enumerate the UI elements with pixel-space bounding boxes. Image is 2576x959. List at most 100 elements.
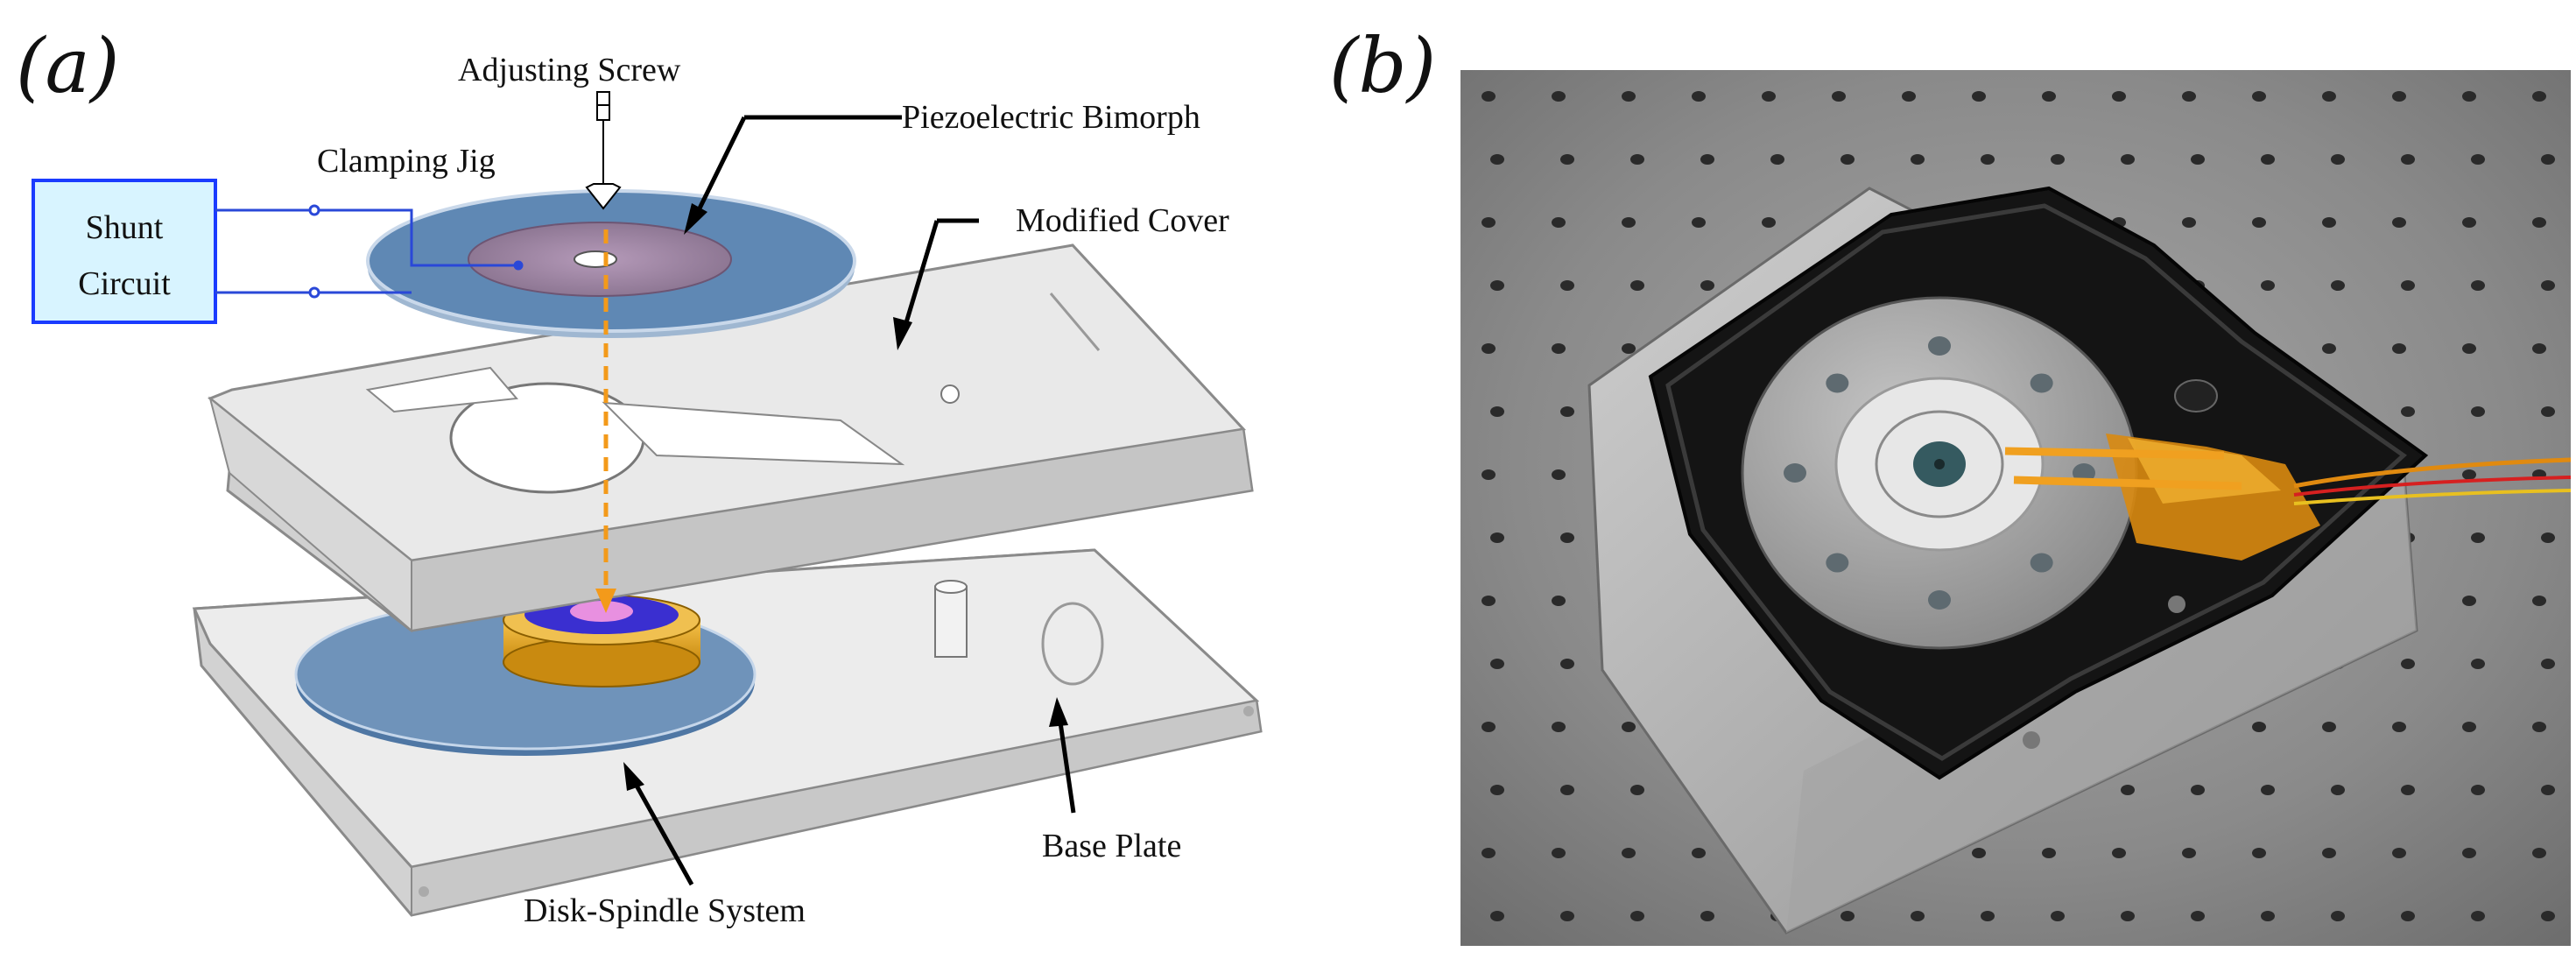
table-hole (1622, 848, 1636, 858)
table-hole (2392, 722, 2406, 732)
table-hole (2471, 406, 2485, 417)
table-hole (2252, 217, 2266, 228)
table-hole (1482, 343, 1496, 354)
table-hole (2462, 469, 2476, 480)
table-hole (1841, 911, 1855, 921)
table-hole (2042, 91, 2056, 102)
platter-bolt (1928, 336, 1951, 356)
table-hole (1770, 154, 1784, 165)
table-hole (2261, 911, 2275, 921)
table-hole (2322, 343, 2336, 354)
table-hole (2462, 343, 2476, 354)
table-hole (1490, 659, 1504, 669)
table-hole (1911, 911, 1925, 921)
table-hole (1832, 91, 1846, 102)
table-hole (2191, 785, 2205, 795)
table-hole (2532, 848, 2546, 858)
table-hole (2121, 154, 2135, 165)
base-plate-label: Base Plate (1042, 828, 1181, 864)
table-hole (2261, 154, 2275, 165)
table-hole (1552, 848, 1566, 858)
adjusting-screw (585, 91, 622, 210)
table-hole (2331, 785, 2345, 795)
table-hole (1490, 406, 1504, 417)
table-hole (2462, 722, 2476, 732)
table-hole (1560, 532, 1574, 543)
table-hole (2471, 154, 2485, 165)
callout-arrows (623, 115, 1076, 886)
table-hole (2051, 911, 2065, 921)
table-hole (2112, 848, 2126, 858)
axis-arrowhead (595, 589, 616, 613)
table-hole (2042, 848, 2056, 858)
spindle (503, 595, 700, 688)
table-hole (1482, 596, 1496, 606)
table-hole (2471, 911, 2485, 921)
table-hole (1762, 217, 1776, 228)
table-hole (2471, 280, 2485, 291)
platter-bolt (1928, 590, 1951, 610)
table-hole (2322, 217, 2336, 228)
table-hole (2541, 785, 2555, 795)
platter-bolt (2030, 373, 2053, 393)
table-hole (2252, 722, 2266, 732)
table-hole (1560, 154, 1574, 165)
table-hole (2392, 343, 2406, 354)
shunt-wires (215, 204, 524, 299)
table-hole (2532, 217, 2546, 228)
table-hole (1700, 911, 1714, 921)
table-hole (1560, 785, 1574, 795)
shunt-label: Shunt (86, 209, 164, 246)
table-hole (1482, 722, 1496, 732)
table-hole (2182, 848, 2196, 858)
table-hole (2541, 911, 2555, 921)
table-hole (2182, 217, 2196, 228)
table-hole (2121, 785, 2135, 795)
table-hole (2252, 91, 2266, 102)
table-hole (2541, 280, 2555, 291)
panel-a-label: (a) (16, 23, 119, 110)
table-hole (1911, 154, 1925, 165)
platter-bolt (2030, 553, 2053, 573)
photo (1460, 70, 2572, 946)
table-hole (1981, 911, 1995, 921)
table-hole (1552, 722, 1566, 732)
table-hole (2261, 785, 2275, 795)
table-hole (2532, 91, 2546, 102)
circuit-label: Circuit (78, 265, 171, 302)
table-hole (1622, 217, 1636, 228)
table-hole (1490, 532, 1504, 543)
table-hole (1490, 785, 1504, 795)
table-hole (1622, 722, 1636, 732)
modified-cover-label: Modified Cover (1016, 202, 1229, 239)
table-hole (1490, 154, 1504, 165)
table-hole (2322, 848, 2336, 858)
table-hole (2541, 532, 2555, 543)
platter-bolt (1784, 463, 1806, 483)
table-hole (2261, 280, 2275, 291)
table-hole (2331, 280, 2345, 291)
table-hole (1692, 217, 1706, 228)
panel-a: (a) (16, 23, 1263, 929)
table-hole (2462, 596, 2476, 606)
panel-b-label: (b) (1329, 23, 1436, 110)
table-hole (2191, 911, 2205, 921)
table-hole (1482, 91, 1496, 102)
table-hole (1630, 785, 1644, 795)
table-hole (2252, 848, 2266, 858)
table-hole (2051, 154, 2065, 165)
table-hole (2392, 848, 2406, 858)
table-hole (2462, 91, 2476, 102)
table-hole (1630, 911, 1644, 921)
table-hole (1692, 848, 1706, 858)
table-hole (2401, 154, 2415, 165)
table-hole (1560, 911, 1574, 921)
table-hole (2401, 785, 2415, 795)
disk-spindle-system-label: Disk-Spindle System (524, 892, 806, 929)
table-hole (2322, 722, 2336, 732)
table-hole (2121, 911, 2135, 921)
table-hole (2331, 154, 2345, 165)
table-hole (1490, 280, 1504, 291)
table-hole (2462, 217, 2476, 228)
